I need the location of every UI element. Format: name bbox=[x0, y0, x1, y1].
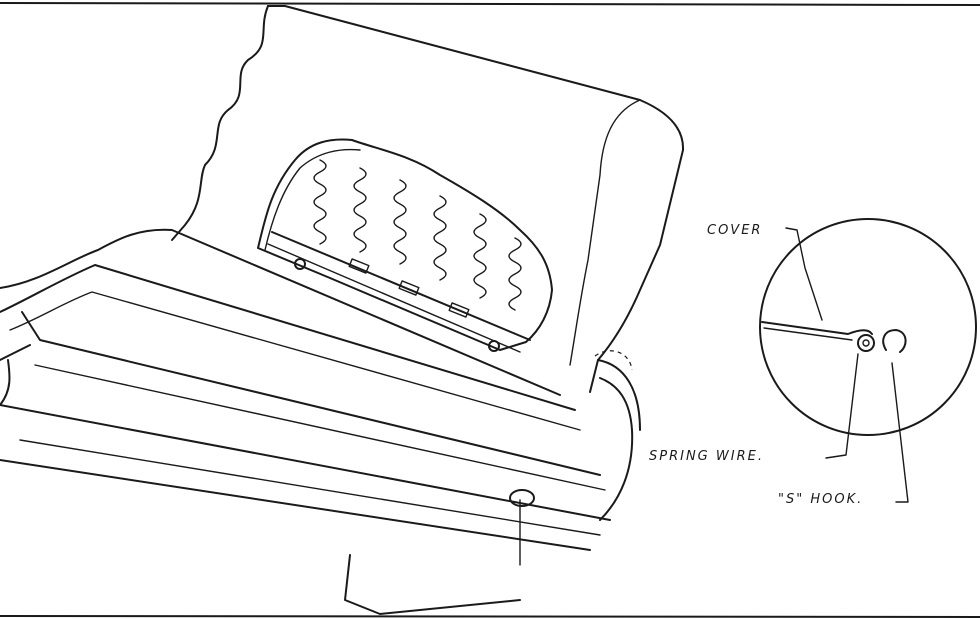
seat-cushion bbox=[0, 228, 641, 615]
detail-callout bbox=[759, 218, 977, 436]
label-spring-wire: SPRING WIRE. bbox=[649, 449, 764, 464]
seat-back bbox=[171, 5, 685, 393]
seat-hook-rail bbox=[267, 231, 531, 353]
leader-lines bbox=[785, 227, 909, 503]
label-cover: COVER bbox=[707, 223, 762, 238]
spring-cutout bbox=[257, 138, 553, 351]
label-s-hook: "S" HOOK. bbox=[778, 492, 863, 507]
zigzag-springs bbox=[313, 159, 522, 311]
